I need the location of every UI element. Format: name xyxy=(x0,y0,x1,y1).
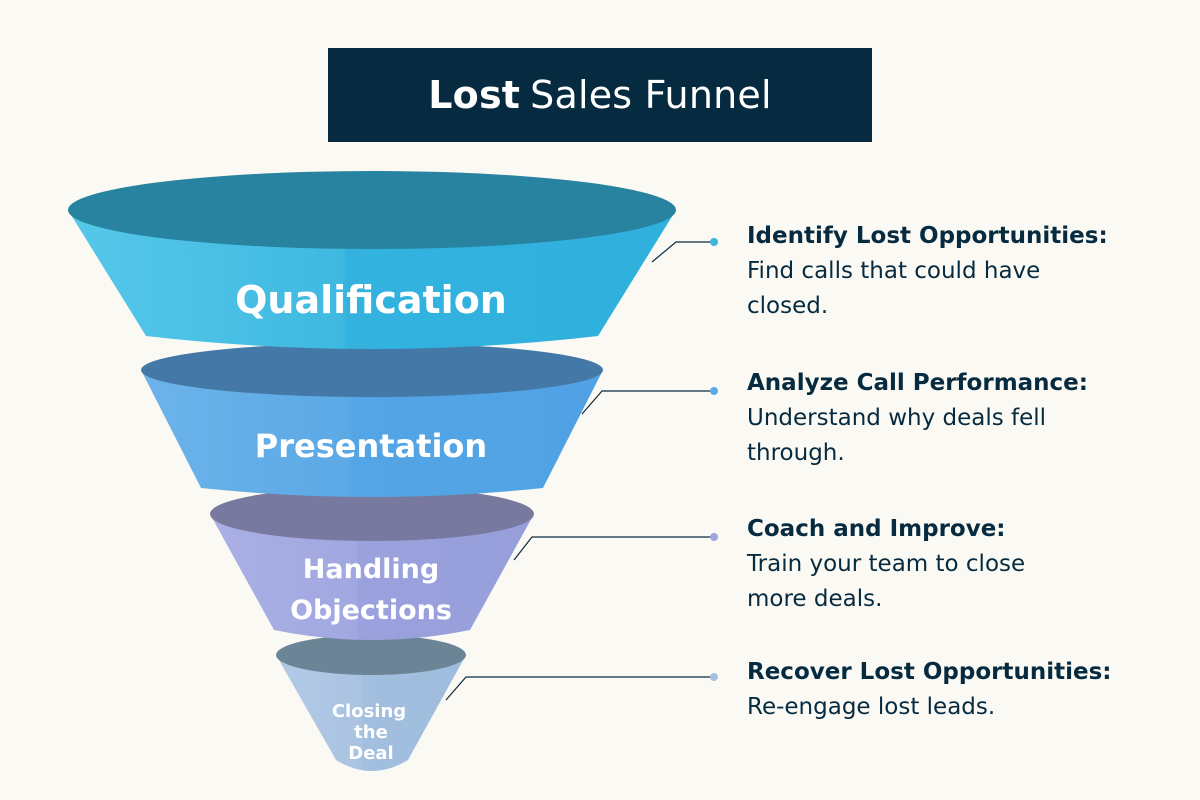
connector-line-4 xyxy=(445,676,714,701)
stage-label-handling-1: Handling xyxy=(303,554,439,585)
callout-heading-recover: Recover Lost Opportunities: xyxy=(747,659,1112,685)
stage-label-presentation: Presentation xyxy=(255,427,487,465)
funnel-stage-handling: Handling Objections xyxy=(210,487,534,640)
stage-label-handling-2: Objections xyxy=(290,595,452,626)
title-banner: Lost Sales Funnel xyxy=(328,48,872,142)
callout-heading-analyze: Analyze Call Performance: xyxy=(747,370,1088,396)
callout-body-recover: Re-engage lost leads. xyxy=(747,694,996,720)
connector-dot-1 xyxy=(710,238,718,246)
callout-heading-coach: Coach and Improve: xyxy=(747,516,1006,542)
callout-heading-identify: Identify Lost Opportunities: xyxy=(747,223,1108,249)
callout-body-coach: Train your team to close more deals. xyxy=(747,551,1026,612)
connector-line-2 xyxy=(581,390,714,415)
connector-dot-2 xyxy=(710,387,718,395)
stage-label-closing-1: Closing xyxy=(332,701,406,722)
funnel-stage-qualification: Qualification xyxy=(68,171,676,349)
callout-identify: Identify Lost Opportunities: Find calls … xyxy=(747,219,1167,324)
title-regular-text: Sales Funnel xyxy=(530,73,772,117)
stage-label-closing-3: Deal xyxy=(348,743,393,764)
funnel-stage-presentation: Presentation xyxy=(141,343,603,497)
connector-dot-3 xyxy=(710,533,718,541)
callout-analyze: Analyze Call Performance: Understand why… xyxy=(747,366,1167,471)
callout-recover: Recover Lost Opportunities: Re-engage lo… xyxy=(747,655,1167,725)
connector-dot-4 xyxy=(710,673,718,681)
funnel-stage-closing: Closing the Deal xyxy=(276,635,466,771)
title-bold-word: Lost xyxy=(428,73,521,117)
callout-body-analyze: Understand why deals fell through. xyxy=(747,405,1047,466)
stage-label-closing-2: the xyxy=(354,722,388,743)
connector-line-3 xyxy=(513,536,714,561)
stage-label-qualification: Qualification xyxy=(235,278,507,322)
connector-line-1 xyxy=(651,241,714,263)
connector-lines xyxy=(445,238,718,701)
callout-body-identify: Find calls that could have closed. xyxy=(747,258,1041,319)
callout-coach: Coach and Improve: Train your team to cl… xyxy=(747,512,1167,617)
